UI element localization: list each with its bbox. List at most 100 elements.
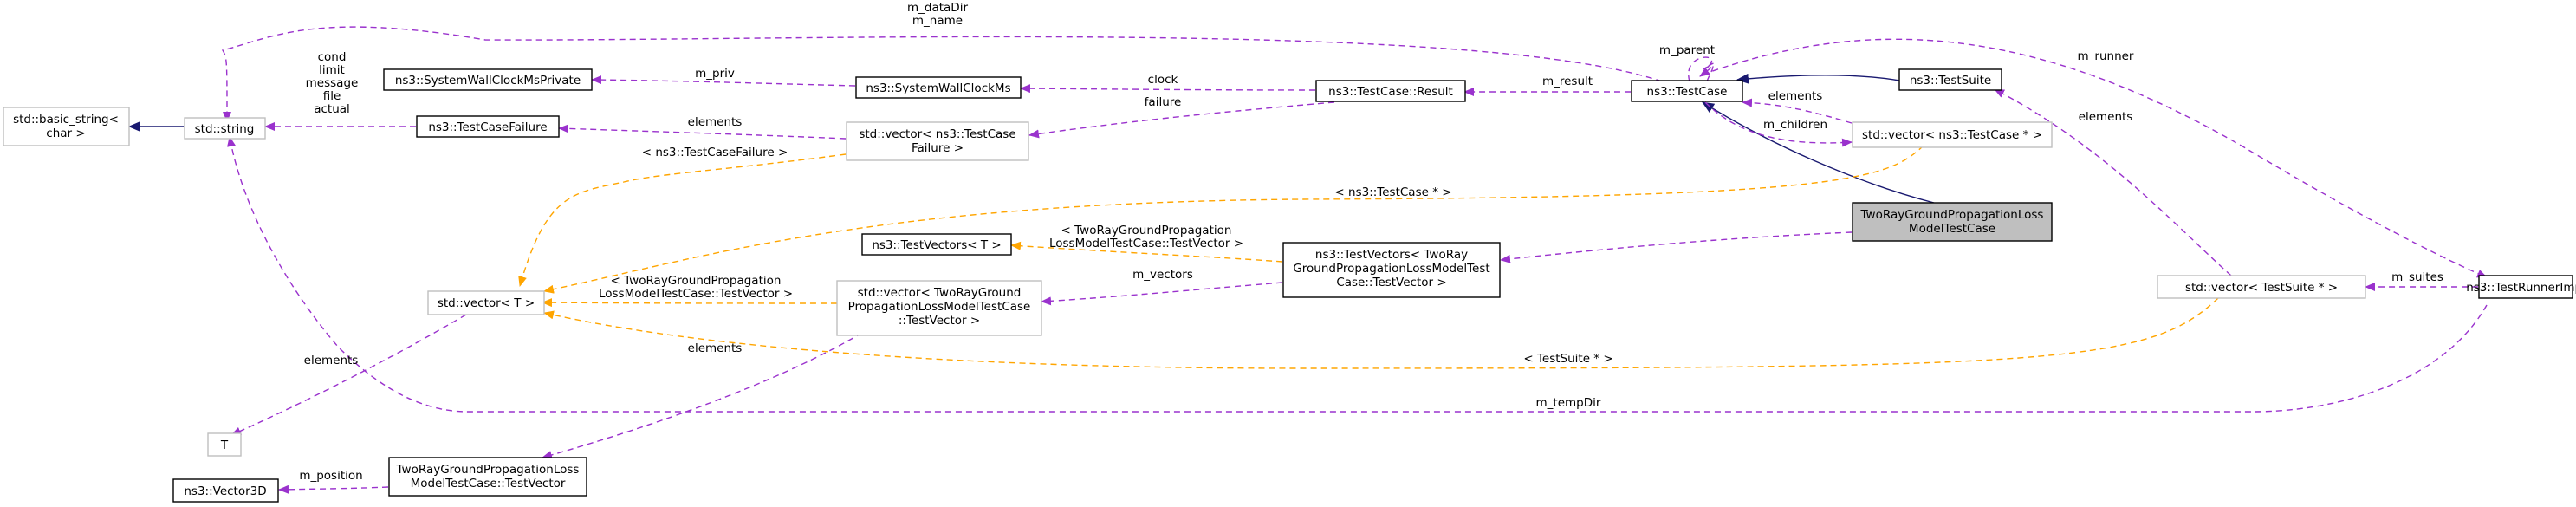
- node-vector-testsuite-ptr-box[interactable]: [2157, 275, 2366, 299]
- edge-label-tpl-testsuite-ptr: < TestSuite * >: [1523, 352, 1612, 366]
- node-vector-testcase-ptr-line: std::vector< ns3::TestCase * >: [1862, 128, 2042, 142]
- edge-tworay-to-testvectors: [1500, 231, 1853, 263]
- node-result: ns3::TestCase::Result: [1328, 85, 1453, 99]
- edge-label-elements-children: elements: [1768, 89, 1823, 103]
- node-testsuite-box[interactable]: [1898, 68, 2002, 91]
- edge-label-m-result: m_result: [1542, 75, 1593, 88]
- node-vector-testcase-ptr: std::vector< ns3::TestCase * >: [1862, 128, 2042, 142]
- node-testvectors-t-line: ns3::TestVectors< T >: [872, 238, 1001, 252]
- edge-label-elements-failure: elements: [688, 115, 743, 129]
- node-vector3d: ns3::Vector3D: [184, 484, 266, 498]
- node-vector-failure-line: std::vector< ns3::TestCase: [859, 127, 1015, 141]
- edge-label-tpl-tworay-vector-line: LossModelTestCase::TestVector >: [599, 287, 793, 301]
- node-vector-failure-box[interactable]: [846, 121, 1029, 161]
- node-testsuite: ns3::TestSuite: [1910, 74, 1991, 88]
- edge-label-m-runner-line: m_runner: [2078, 49, 2134, 63]
- node-vector-failure-line: Failure >: [912, 141, 964, 155]
- edge-label-m-position-line: m_position: [299, 469, 362, 483]
- node-testcase-box[interactable]: [1631, 80, 1743, 102]
- edge-label-failure-fields-line: file: [323, 89, 341, 103]
- node-tworay-testcase-box[interactable]: [1852, 202, 2053, 242]
- node-testcase-failure-box[interactable]: [416, 115, 560, 138]
- edge-label-m-vectors: m_vectors: [1132, 268, 1193, 282]
- edge-label-failure-fields-line: cond: [318, 50, 347, 64]
- node-runner-impl-box[interactable]: [2478, 275, 2573, 299]
- edge-label-failure-line: failure: [1145, 95, 1182, 109]
- node-testvectors-tworay-box[interactable]: [1282, 242, 1501, 298]
- edge-label-tpl-testcase-failure-line: < ns3::TestCaseFailure >: [642, 146, 788, 159]
- edge-result-to-failure-vector: [1028, 101, 1335, 139]
- edge-label-tpl-tworay-vector-line: < TwoRayGroundPropagation: [611, 274, 782, 288]
- edge-testcase-self-parent: [1688, 56, 1715, 82]
- node-basic-string: std::basic_string<char >: [13, 113, 119, 140]
- node-vector-tworay-line: std::vector< TwoRayGround: [858, 286, 1022, 300]
- edge-testcase-to-runner: [1702, 38, 2488, 278]
- edge-label-tpl-tworay-testvectors-line: < TwoRayGroundPropagation: [1061, 224, 1232, 237]
- edge-label-elements-t: elements: [304, 354, 359, 367]
- node-vector3d-box[interactable]: [172, 478, 279, 503]
- node-wallclock-private: ns3::SystemWallClockMsPrivate: [395, 74, 581, 88]
- node-vector-testcase-ptr-box[interactable]: [1852, 121, 2053, 148]
- edge-label-m-result-line: m_result: [1542, 75, 1593, 88]
- edge-label-tpl-testcase-ptr: < ns3::TestCase * >: [1334, 185, 1451, 199]
- node-testcase: ns3::TestCase: [1647, 85, 1728, 99]
- node-vector-t-box[interactable]: [427, 290, 545, 315]
- edge-label-elements-failure-line: elements: [688, 115, 743, 129]
- edge-vector-to-testvector: [542, 332, 863, 459]
- node-vector3d-line: ns3::Vector3D: [184, 484, 266, 498]
- edge-label-m-priv: m_priv: [695, 67, 735, 81]
- node-result-box[interactable]: [1315, 80, 1466, 102]
- edge-label-m-parent-line: m_parent: [1659, 43, 1715, 57]
- node-basic-string-line: char >: [46, 127, 85, 140]
- edge-label-elements-tworay-line: elements: [688, 341, 743, 355]
- node-testvectors-t-box[interactable]: [861, 233, 1012, 256]
- node-tworay-testvector-line: TwoRayGroundPropagationLoss: [396, 463, 580, 477]
- node-testvectors-tworay-line: ns3::TestVectors< TwoRay: [1315, 248, 1468, 262]
- node-string-line: std::string: [195, 122, 255, 136]
- edge-runner-to-string-tempdir: [227, 136, 2488, 413]
- edge-label-m-children: m_children: [1763, 118, 1827, 132]
- edge-testcase-self-parent-b: [1702, 65, 1714, 82]
- node-tworay-testvector-box[interactable]: [388, 457, 587, 497]
- edge-label-tpl-testcase-ptr-line: < ns3::TestCase * >: [1334, 185, 1451, 199]
- edge-suites-vector-to-testsuite: [1994, 88, 2232, 276]
- edge-label-m-position: m_position: [299, 469, 362, 483]
- edge-label-elements-children-line: elements: [1768, 89, 1823, 103]
- node-vector-testsuite-ptr: std::vector< TestSuite * >: [2185, 281, 2338, 295]
- edge-result-to-wallclock: [1020, 84, 1316, 94]
- node-t-box[interactable]: [207, 432, 242, 457]
- node-wallclock-private-line: ns3::SystemWallClockMsPrivate: [395, 74, 581, 88]
- edge-label-m-suites: m_suites: [2391, 270, 2443, 284]
- edge-tworay-inherits-testcase: [1702, 101, 1935, 204]
- edge-testvector-to-vector3d: [278, 484, 389, 494]
- node-wallclock-box[interactable]: [855, 76, 1022, 99]
- edge-label-datadir-name-line: m_dataDir: [907, 1, 968, 15]
- node-vector-tworay-line: PropagationLossModelTestCase: [848, 300, 1031, 314]
- node-wallclock: ns3::SystemWallClockMs: [866, 81, 1010, 95]
- edge-failure-vector-to-failure: [558, 124, 847, 140]
- node-vector-tworay-box[interactable]: [836, 280, 1042, 336]
- node-string-box[interactable]: [184, 117, 266, 140]
- edge-children-vector-template: [543, 145, 1924, 294]
- node-runner-impl: ns3::TestRunnerImpl: [2466, 281, 2576, 295]
- node-result-line: ns3::TestCase::Result: [1328, 85, 1453, 99]
- edge-label-m-tempdir: m_tempDir: [1536, 396, 1601, 410]
- edge-label-tpl-tworay-testvectors-line: LossModelTestCase::TestVector >: [1049, 237, 1243, 250]
- edge-label-failure-fields-line: limit: [319, 63, 345, 77]
- edge-label-failure: failure: [1145, 95, 1182, 109]
- node-wallclock-private-box[interactable]: [383, 68, 593, 91]
- edge-testsuite-inherits-testcase: [1736, 73, 1900, 84]
- edge-label-m-runner: m_runner: [2078, 49, 2134, 63]
- node-t: T: [220, 439, 229, 452]
- node-basic-string-box[interactable]: [3, 107, 130, 146]
- edge-failure-vector-template: [518, 153, 847, 287]
